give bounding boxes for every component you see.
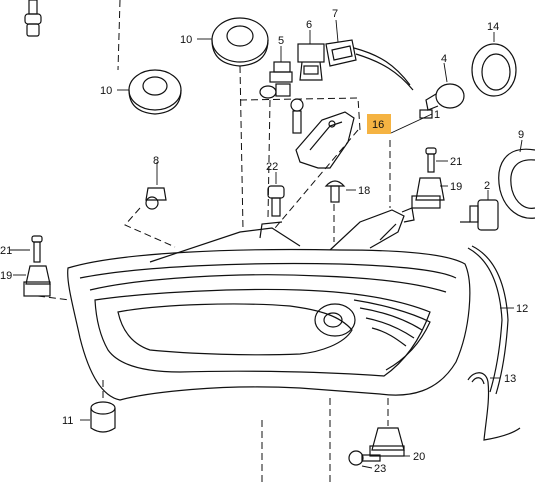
callout-23: 23 — [374, 463, 386, 475]
callout-5: 5 — [278, 35, 284, 47]
cable-part-13 — [467, 372, 521, 441]
callout-9: 9 — [518, 129, 524, 141]
clip-part-19-left — [23, 265, 51, 297]
callout-16: 16 — [372, 119, 384, 131]
callout-19-right: 19 — [450, 181, 462, 193]
harness-part-7 — [325, 39, 414, 91]
callout-14: 14 — [487, 21, 499, 33]
leader-line — [443, 62, 448, 83]
bulb-part-4 — [419, 83, 465, 119]
leader-line — [361, 465, 373, 469]
dash-line — [239, 97, 361, 131]
dash-line — [37, 295, 71, 301]
bulb-part-5 — [259, 46, 293, 99]
callout-11: 11 — [62, 415, 73, 427]
grommet-part-10-left — [128, 69, 182, 115]
callout-20: 20 — [413, 451, 425, 463]
callout-13: 13 — [504, 373, 516, 385]
trim-part-12 — [467, 245, 509, 395]
screw-part-23 — [348, 450, 381, 466]
grommet-part-10-upper — [211, 17, 269, 67]
callout-22: 22 — [266, 161, 278, 173]
callout-1: 1 — [434, 109, 440, 121]
dash-line — [124, 207, 176, 248]
dash-line — [117, 0, 121, 71]
callout-8: 8 — [153, 155, 159, 167]
callout-21-left: 21 — [0, 245, 12, 257]
callout-16-highlight — [367, 114, 391, 134]
callout-6: 6 — [306, 19, 312, 31]
screw-part-21-left — [31, 235, 43, 263]
leader-line — [390, 113, 433, 134]
screw-part-22 — [267, 185, 285, 217]
leader-line — [335, 19, 339, 43]
headlight-housing-part-1 — [67, 207, 471, 401]
cap-part-11 — [90, 401, 116, 433]
clip-part-20 — [369, 427, 405, 457]
callout-2: 2 — [484, 180, 490, 192]
bulb-part-8 — [145, 187, 167, 210]
callout-19-left: 19 — [0, 270, 12, 282]
bracket-part-16 — [295, 111, 355, 169]
screw-part-21-right — [425, 147, 437, 173]
dash-line — [267, 99, 271, 219]
top-screw-part — [24, 0, 42, 37]
callout-10-left: 10 — [100, 85, 112, 97]
callout-10-upper: 10 — [180, 34, 192, 46]
screw-16 — [290, 98, 304, 134]
callout-4: 4 — [441, 53, 447, 65]
pin-part-18 — [324, 180, 346, 203]
dash-line — [239, 65, 244, 231]
callout-18: 18 — [358, 185, 370, 197]
callout-12: 12 — [516, 303, 528, 315]
callout-21-right: 21 — [450, 156, 462, 168]
clip-part-19-right — [411, 177, 445, 209]
ring-part-14 — [471, 43, 517, 97]
bulb-part-2 — [460, 199, 499, 231]
callout-7: 7 — [332, 8, 338, 20]
clip-part-6 — [297, 43, 325, 81]
ring-part-9 — [498, 148, 535, 219]
